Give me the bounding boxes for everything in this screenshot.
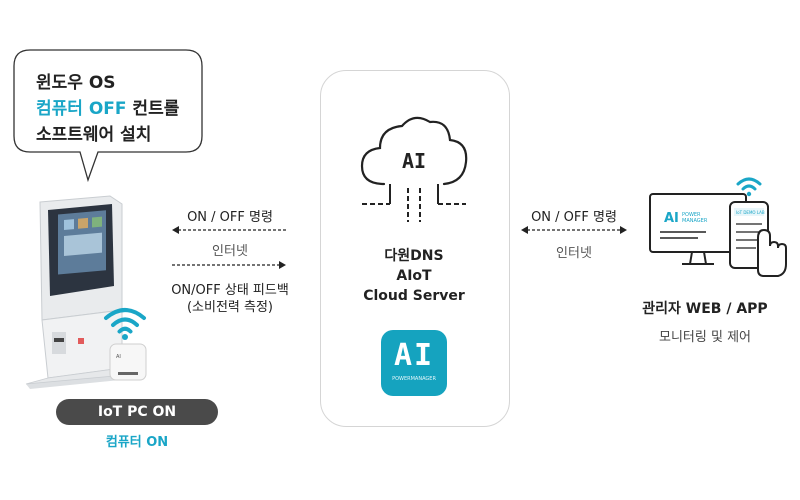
left-feedback-label: ON/OFF 상태 피드백 (소비전력 측정)	[150, 282, 310, 316]
bubble-highlight: 컴퓨터 OFF	[36, 99, 127, 119]
bubble-line-2: 컴퓨터 OFF 컨트롤	[36, 96, 179, 122]
logo-ai-text: AI	[393, 338, 435, 373]
feedback-line-2: (소비전력 측정)	[186, 300, 274, 315]
cloud-ai-text: AI	[402, 149, 426, 173]
server-name: 다원DNS AIoT Cloud Server	[320, 246, 508, 306]
bubble-text: 윈도우 OS 컴퓨터 OFF 컨트롤 소프트웨어 설치	[36, 70, 179, 148]
phone-wifi-icon	[736, 177, 762, 186]
svg-text:IoT DEMO LAB: IoT DEMO LAB	[736, 210, 765, 215]
ai-power-manager-logo: AI POWERMANAGER	[381, 330, 447, 396]
svg-text:AI: AI	[116, 354, 121, 360]
admin-devices-illustration: AI POWER MANAGER IoT DEMO LAB	[649, 177, 787, 277]
admin-title: 관리자 WEB / APP	[642, 301, 768, 317]
bubble-line-3: 소프트웨어 설치	[36, 125, 152, 145]
hand-icon	[757, 228, 787, 277]
bubble-line-2-rest: 컨트롤	[126, 99, 180, 119]
server-line-3: Cloud Server	[363, 288, 465, 304]
server-line-1: 다원DNS	[384, 248, 444, 264]
right-network-label: 인터넷	[556, 246, 592, 261]
ai-cloud-icon: AI	[360, 116, 468, 222]
svg-text:POWER: POWER	[682, 212, 701, 218]
right-bidirectional-arrow	[521, 226, 627, 234]
iot-plug-device	[109, 343, 147, 381]
left-arrow-to-kiosk	[172, 226, 286, 234]
kiosk-illustration: AI	[25, 195, 147, 389]
left-arrow-to-server	[172, 261, 286, 269]
left-network-label: 인터넷	[212, 244, 248, 259]
admin-subtitle: 모니터링 및 제어	[659, 330, 751, 345]
server-line-2: AIoT	[396, 268, 432, 284]
left-command-label: ON / OFF 명령	[187, 210, 273, 225]
monitor-logo: AI	[664, 211, 679, 226]
computer-on-label: 컴퓨터 ON	[105, 435, 169, 450]
svg-text:MANAGER: MANAGER	[682, 218, 708, 224]
iot-pc-on-badge: IoT PC ON	[56, 399, 218, 425]
bubble-line-1: 윈도우 OS	[36, 73, 116, 93]
speech-bubble	[13, 49, 203, 183]
feedback-line-1: ON/OFF 상태 피드백	[171, 283, 289, 298]
right-command-label: ON / OFF 명령	[531, 210, 617, 225]
logo-sub-text: POWERMANAGER	[392, 376, 436, 382]
wifi-icon	[104, 308, 146, 340]
